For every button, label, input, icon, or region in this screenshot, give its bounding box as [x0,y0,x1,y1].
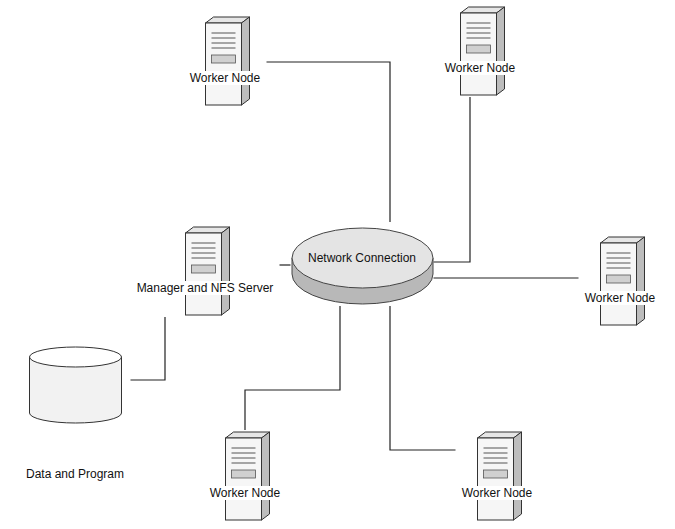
network-link [267,62,391,222]
network-link [434,277,579,278]
node-label: Worker Node [583,291,657,305]
server-icon [185,227,229,315]
node-outline [579,235,662,327]
network-disk-shape [292,228,433,304]
server-node: Worker Node [456,430,539,522]
node-label: Network Connection [306,251,418,265]
database-cylinder: Data and Program [20,345,131,485]
node-outline [131,225,280,317]
server-node: Worker Node [579,235,662,327]
node-outline [204,430,287,522]
node-label: Data and Program [24,467,126,481]
server-node: Worker Node [439,5,522,97]
network-link [131,317,166,380]
node-label: Worker Node [460,486,534,500]
network-disk: Network Connection [291,222,434,306]
server-node: Manager and NFS Server [131,225,280,317]
node-outline [184,15,267,107]
network-link [434,97,471,262]
server-icon [225,432,269,520]
server-node: Worker Node [204,430,287,522]
node-label: Worker Node [188,71,262,85]
network-link [245,306,340,430]
server-icon [205,17,249,105]
node-outline [20,345,131,485]
network-link [280,264,291,265]
database-shape [29,347,121,423]
node-outline [439,5,522,97]
server-node: Worker Node [184,15,267,107]
node-label: Manager and NFS Server [135,281,276,295]
server-icon [477,432,521,520]
server-icon [600,237,644,325]
server-icon [460,7,504,95]
node-label: Worker Node [443,61,517,75]
network-link [390,306,456,450]
node-label: Worker Node [208,486,282,500]
node-outline [456,430,539,522]
